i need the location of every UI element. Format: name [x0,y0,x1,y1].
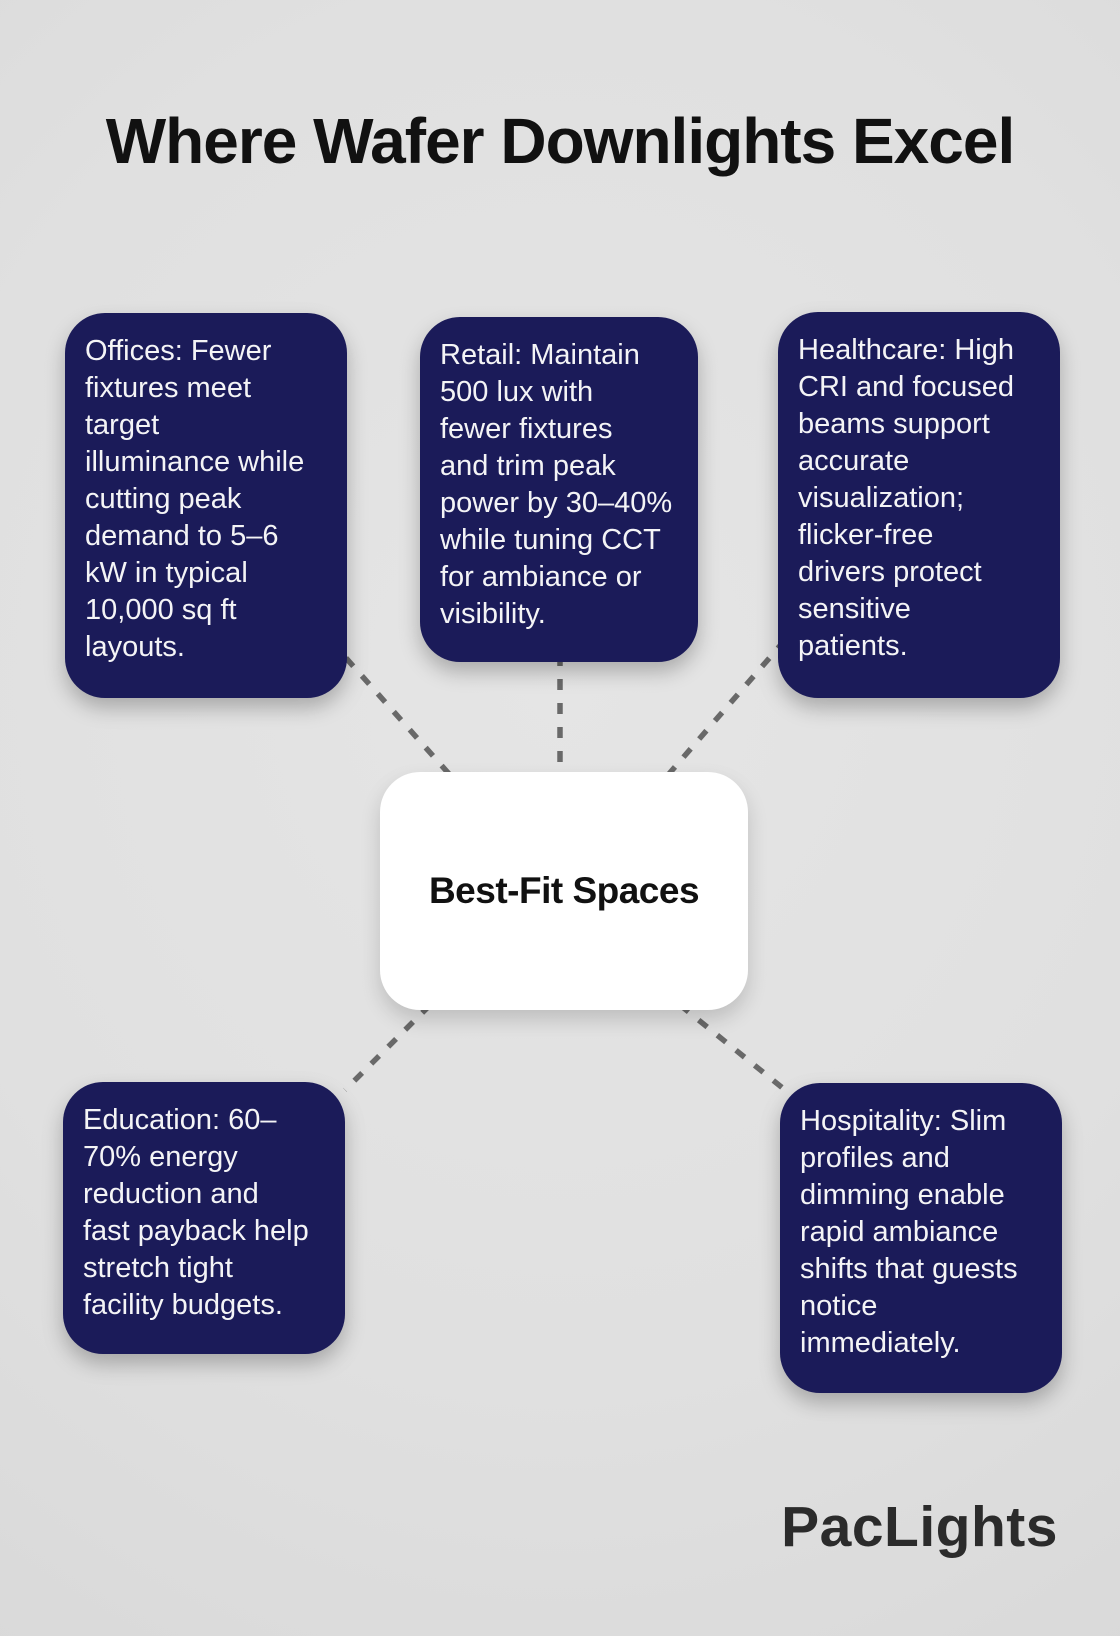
node-hospitality: Hospitality: Slim profiles and dimming e… [780,1083,1062,1393]
node-education: Education: 60– 70% energy reduction and … [63,1082,345,1354]
paclights-logo: PacLights [781,1495,1058,1559]
hub-label: Best-Fit Spaces [428,870,700,911]
node-hospitality-text: Hospitality: Slim profiles and dimming e… [800,1105,1018,1359]
node-retail-text: Retail: Maintain 500 lux with fewer fixt… [440,339,673,630]
connector-education [343,1003,432,1092]
connector-offices [327,638,453,777]
node-healthcare-text: Healthcare: High CRI and focused beams s… [798,334,1015,662]
connector-hospitality [678,1002,797,1101]
node-retail: Retail: Maintain 500 lux with fewer fixt… [420,317,698,662]
node-offices: Offices: Fewer fixtures meet target illu… [65,313,347,698]
hub-best-fit-spaces: Best-Fit Spaces [380,772,748,1010]
page-title: Where Wafer Downlights Excel [105,105,1015,177]
node-offices-text: Offices: Fewer fixtures meet target illu… [85,335,305,663]
connector-healthcare [665,638,788,777]
node-healthcare: Healthcare: High CRI and focused beams s… [778,312,1060,698]
node-education-text: Education: 60– 70% energy reduction and … [83,1104,309,1321]
